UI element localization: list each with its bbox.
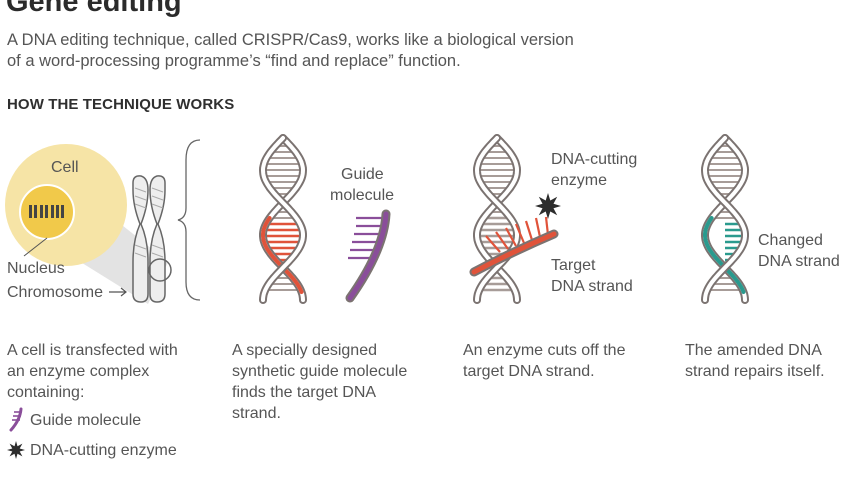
target-label-line-2: DNA strand bbox=[551, 278, 633, 295]
chromosome-highlight-circle bbox=[148, 258, 172, 282]
chromosome-pointer-arrow bbox=[109, 287, 127, 297]
page-title: Gene editing bbox=[6, 0, 182, 18]
guide-molecule-label-line-1: Guide bbox=[341, 166, 384, 183]
step2-guide-molecule bbox=[345, 209, 391, 303]
legend-enzyme-label: DNA-cutting enzyme bbox=[30, 442, 177, 459]
step3-caption: An enzyme cuts off the target DNA strand… bbox=[463, 340, 625, 382]
step3-enzyme-star-icon bbox=[535, 193, 561, 219]
nucleus-chromosomes-icon bbox=[29, 205, 64, 218]
legend-enzyme: DNA-cutting enzyme bbox=[7, 442, 177, 460]
step2-dna-helix bbox=[258, 134, 308, 304]
section-title: HOW THE TECHNIQUE WORKS bbox=[7, 96, 235, 113]
guide-molecule-label-line-2: molecule bbox=[330, 187, 395, 204]
step2-caption-line-3: finds the target DNA bbox=[232, 384, 377, 401]
nucleus-pointer bbox=[23, 237, 48, 257]
step4-caption: The amended DNA strand repairs itself. bbox=[685, 340, 825, 382]
step1-cell-graphic bbox=[5, 139, 201, 304]
step1-caption-line-2: an enzyme complex bbox=[7, 363, 150, 380]
guide-molecule-icon bbox=[9, 407, 23, 432]
legend-guide-molecule: Guide molecule bbox=[7, 412, 141, 430]
target-label-line-1: Target bbox=[551, 257, 596, 274]
intro-line-1: A DNA editing technique, called CRISPR/C… bbox=[7, 31, 574, 49]
legend-guide-label: Guide molecule bbox=[30, 412, 142, 429]
step2-caption-line-4: strand. bbox=[232, 405, 281, 422]
enzyme-label-line-1: DNA-cutting bbox=[551, 151, 638, 168]
chromosome-label: Chromosome bbox=[7, 284, 104, 301]
star-burst-icon bbox=[7, 441, 25, 459]
step2-caption-line-2: synthetic guide molecule bbox=[232, 363, 408, 380]
intro-line-2: of a word-processing programme’s “find a… bbox=[7, 52, 461, 70]
enzyme-label-line-2: enzyme bbox=[551, 172, 608, 189]
step1-caption-line-3: containing: bbox=[7, 384, 85, 401]
step2-caption: A specially designed synthetic guide mol… bbox=[232, 340, 407, 424]
changed-label-line-1: Changed bbox=[758, 232, 823, 249]
step3-caption-line-2: target DNA strand. bbox=[463, 363, 595, 380]
cell-label: Cell bbox=[51, 159, 79, 176]
changed-label-line-2: DNA strand bbox=[758, 253, 840, 270]
step4-caption-line-2: strand repairs itself. bbox=[685, 363, 825, 380]
step3-caption-line-1: An enzyme cuts off the bbox=[463, 342, 626, 359]
step4-caption-line-1: The amended DNA bbox=[685, 342, 822, 359]
nucleus-label: Nucleus bbox=[7, 260, 65, 277]
step3-dna-helix bbox=[472, 134, 522, 304]
step4-dna-helix bbox=[700, 134, 750, 304]
zoom-bracket bbox=[177, 139, 201, 301]
chromosome-shape bbox=[132, 175, 166, 303]
step3-cut-target-strand bbox=[469, 216, 559, 277]
step2-caption-line-1: A specially designed bbox=[232, 342, 377, 359]
intro-text: A DNA editing technique, called CRISPR/C… bbox=[7, 30, 627, 72]
step1-caption-line-1: A cell is transfected with bbox=[7, 342, 178, 359]
step1-caption: A cell is transfected with an enzyme com… bbox=[7, 340, 178, 403]
